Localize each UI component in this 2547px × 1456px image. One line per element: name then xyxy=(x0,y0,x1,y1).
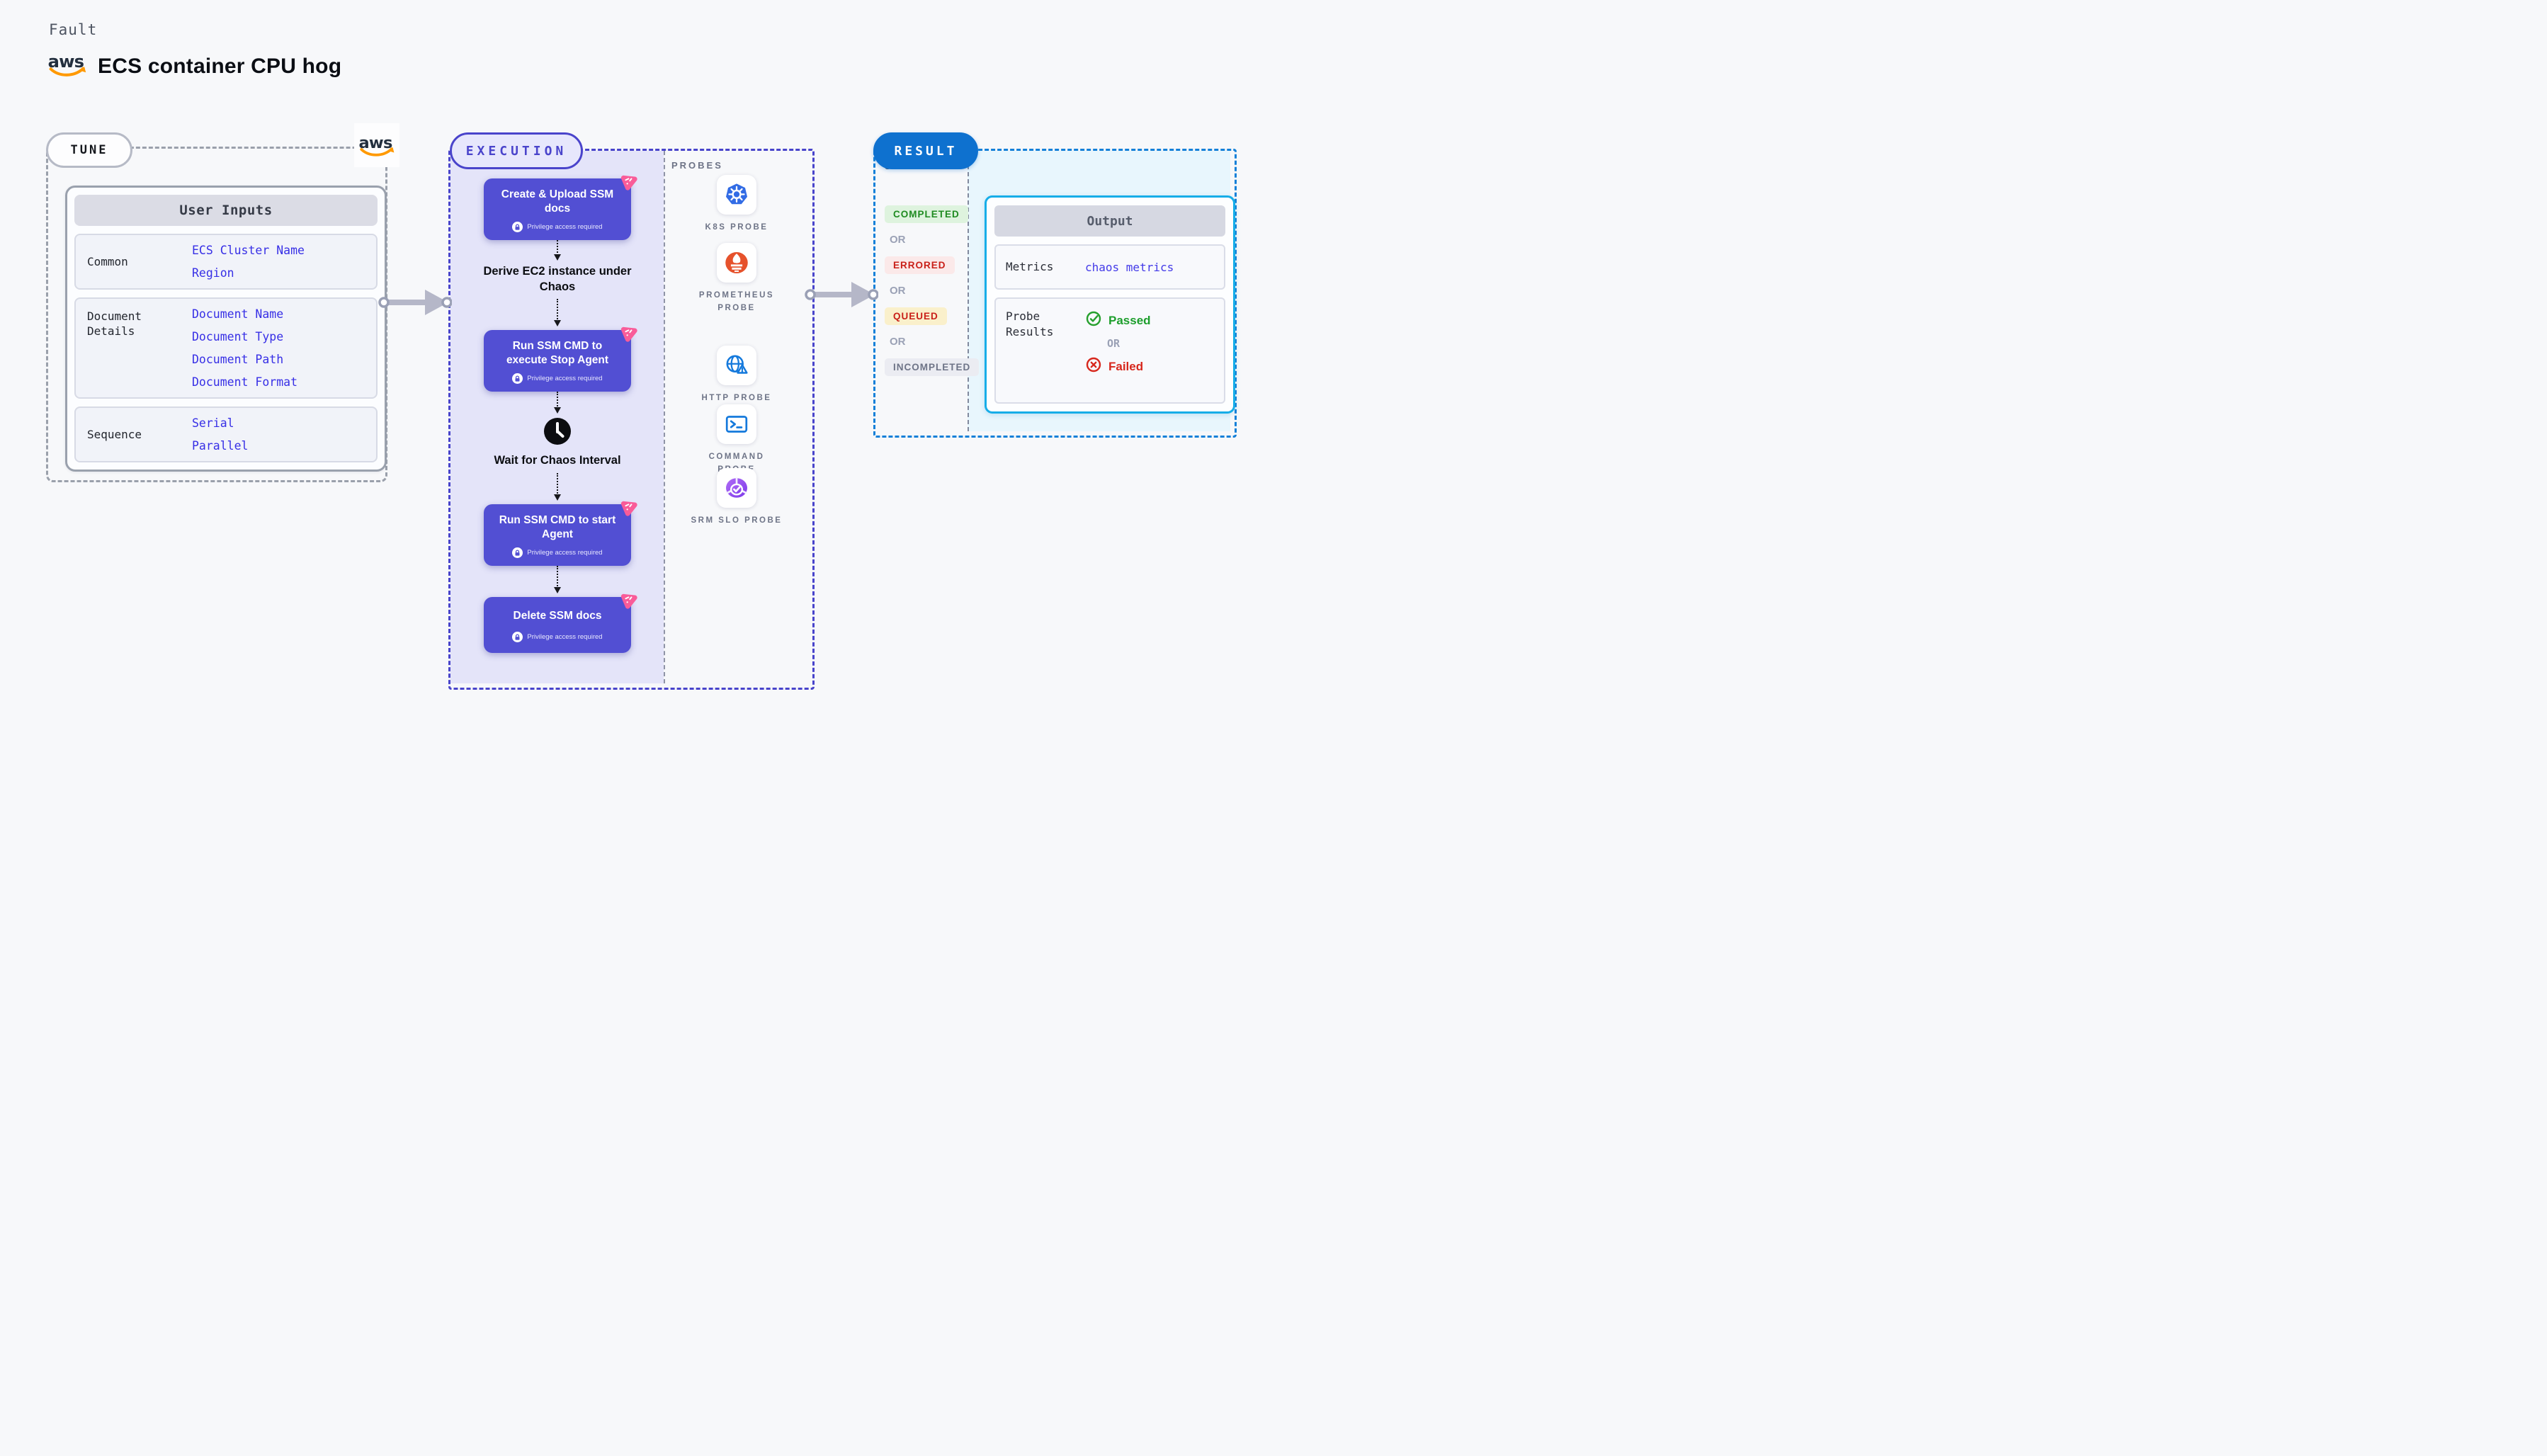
input-value: Document Format xyxy=(192,375,298,389)
input-value: Serial xyxy=(192,416,234,430)
privilege-label: Privilege access required xyxy=(527,633,603,642)
kubernetes-icon xyxy=(717,175,756,215)
result-pill: RESULT xyxy=(873,132,978,169)
terminal-icon xyxy=(717,404,756,444)
status-badge-completed: COMPLETED xyxy=(885,205,968,223)
execution-probes-divider xyxy=(664,151,665,683)
user-inputs-card: User Inputs Common ECS Cluster Name Regi… xyxy=(65,186,387,472)
or-label: OR xyxy=(1107,337,1121,350)
wait-clock-icon xyxy=(543,417,572,449)
probe-label: HTTP PROBE xyxy=(701,394,772,402)
input-group-sequence: Sequence Serial Parallel xyxy=(74,406,378,462)
execution-pill: EXECUTION xyxy=(450,132,583,169)
privilege-label: Privilege access required xyxy=(527,549,603,557)
probe-item-srm-slo: SRM SLO PROBE xyxy=(666,468,807,528)
lock-icon xyxy=(512,222,523,233)
result-status-divider xyxy=(968,151,969,431)
aws-corner-logo-icon: aws xyxy=(354,123,399,167)
input-value: Parallel xyxy=(192,439,249,453)
tune-pill: TUNE xyxy=(46,132,132,168)
execution-flow: Create & Upload SSM docs Privilege acces… xyxy=(461,175,654,654)
fault-eyebrow: Fault xyxy=(49,21,98,38)
privilege-label: Privilege access required xyxy=(527,375,603,383)
title-bar: aws ECS container CPU hog xyxy=(47,51,341,81)
page-title: ECS container CPU hog xyxy=(98,54,342,78)
flow-connector xyxy=(554,472,561,501)
input-group-label: Sequence xyxy=(87,428,142,441)
probe-label: K8S PROBE xyxy=(705,223,768,232)
fault-diagram-canvas: Fault aws ECS container CPU hog TUNE aws… xyxy=(0,0,1274,728)
input-value: Region xyxy=(192,266,234,280)
metrics-label: Metrics xyxy=(1006,260,1054,273)
failed-label: Failed xyxy=(1108,359,1144,373)
step-title: Delete SSM docs xyxy=(513,610,602,622)
input-group-label: Common xyxy=(87,255,128,268)
probe-item-http: HTTP PROBE xyxy=(666,346,807,405)
aws-logo-icon: aws xyxy=(47,51,88,81)
probe-results-row: Probe Results Passed OR xyxy=(994,297,1225,404)
chaos-badge-icon xyxy=(618,322,640,343)
probe-results-label: Probe Results xyxy=(1006,309,1054,339)
step-wait-chaos-interval-label: Wait for Chaos Interval xyxy=(494,454,621,467)
step-title: Run SSM CMD to execute Stop Agent xyxy=(506,340,609,367)
flow-connector xyxy=(554,566,561,594)
x-circle-icon xyxy=(1085,356,1102,377)
check-circle-icon xyxy=(1085,310,1102,331)
probe-item-command: COMMAND PROBE xyxy=(666,404,807,477)
user-inputs-header: User Inputs xyxy=(74,195,378,226)
input-value: ECS Cluster Name xyxy=(192,244,305,257)
flow-connector xyxy=(554,240,561,261)
input-group-document-details: Document Details Document Name Document … xyxy=(74,297,378,399)
probe-item-prometheus: PROMETHEUS PROBE xyxy=(666,243,807,315)
tune-to-execution-arrow xyxy=(378,290,452,315)
flow-connector xyxy=(554,299,561,327)
chaos-badge-icon xyxy=(618,171,640,192)
or-label: OR xyxy=(890,336,906,348)
lock-icon xyxy=(512,632,523,643)
step-card-run-ssm-cmd-start-agent: Run SSM CMD to start Agent Privilege acc… xyxy=(484,501,637,567)
input-group-label: Document Details xyxy=(87,309,142,338)
status-badge-queued: QUEUED xyxy=(885,307,947,325)
metrics-row: Metrics chaos metrics xyxy=(994,244,1225,290)
svg-text:aws: aws xyxy=(48,52,84,72)
http-globe-warning-icon xyxy=(717,346,756,385)
prometheus-icon xyxy=(717,243,756,283)
or-label: OR xyxy=(890,285,906,297)
input-value: Document Type xyxy=(192,330,284,343)
passed-label: Passed xyxy=(1108,313,1151,327)
output-header: Output xyxy=(994,205,1225,237)
privilege-label: Privilege access required xyxy=(527,223,603,232)
status-list: COMPLETED OR ERRORED OR QUEUED OR INCOMP… xyxy=(885,205,980,387)
flow-connector xyxy=(554,392,561,414)
output-card: Output Metrics chaos metrics Probe Resul… xyxy=(985,195,1235,414)
svg-text:aws: aws xyxy=(359,134,392,152)
probes-header: PROBES xyxy=(671,160,723,171)
probe-label: SRM SLO PROBE xyxy=(691,516,783,525)
step-card-run-ssm-cmd-stop-agent: Run SSM CMD to execute Stop Agent Privil… xyxy=(484,326,637,392)
chaos-badge-icon xyxy=(618,589,640,610)
or-label: OR xyxy=(890,234,906,246)
step-title: Create & Upload SSM docs xyxy=(501,188,614,215)
input-value: Document Name xyxy=(192,307,284,321)
srm-slo-pie-check-icon xyxy=(717,468,756,508)
step-title: Run SSM CMD to start Agent xyxy=(499,513,616,541)
metrics-value: chaos metrics xyxy=(1085,260,1174,274)
step-card-delete-ssm-docs: Delete SSM docs Privilege access require… xyxy=(484,593,637,654)
step-card-create-upload-ssm-docs: Create & Upload SSM docs Privilege acces… xyxy=(484,175,637,241)
probe-label: PROMETHEUS PROBE xyxy=(698,291,775,312)
input-value: Document Path xyxy=(192,353,284,366)
chaos-badge-icon xyxy=(618,496,640,518)
failed-result: Failed xyxy=(1085,356,1151,377)
input-group-common: Common ECS Cluster Name Region xyxy=(74,234,378,290)
lock-icon xyxy=(512,547,523,559)
step-derive-ec2-label: Derive EC2 instance under Chaos xyxy=(483,265,632,293)
execution-to-result-arrow xyxy=(805,282,878,307)
status-badge-incompleted: INCOMPLETED xyxy=(885,358,980,376)
execution-section-box xyxy=(448,149,815,690)
passed-result: Passed xyxy=(1085,310,1151,331)
probe-item-k8s: K8S PROBE xyxy=(666,175,807,234)
lock-icon xyxy=(512,373,523,385)
status-badge-errored: ERRORED xyxy=(885,256,955,274)
